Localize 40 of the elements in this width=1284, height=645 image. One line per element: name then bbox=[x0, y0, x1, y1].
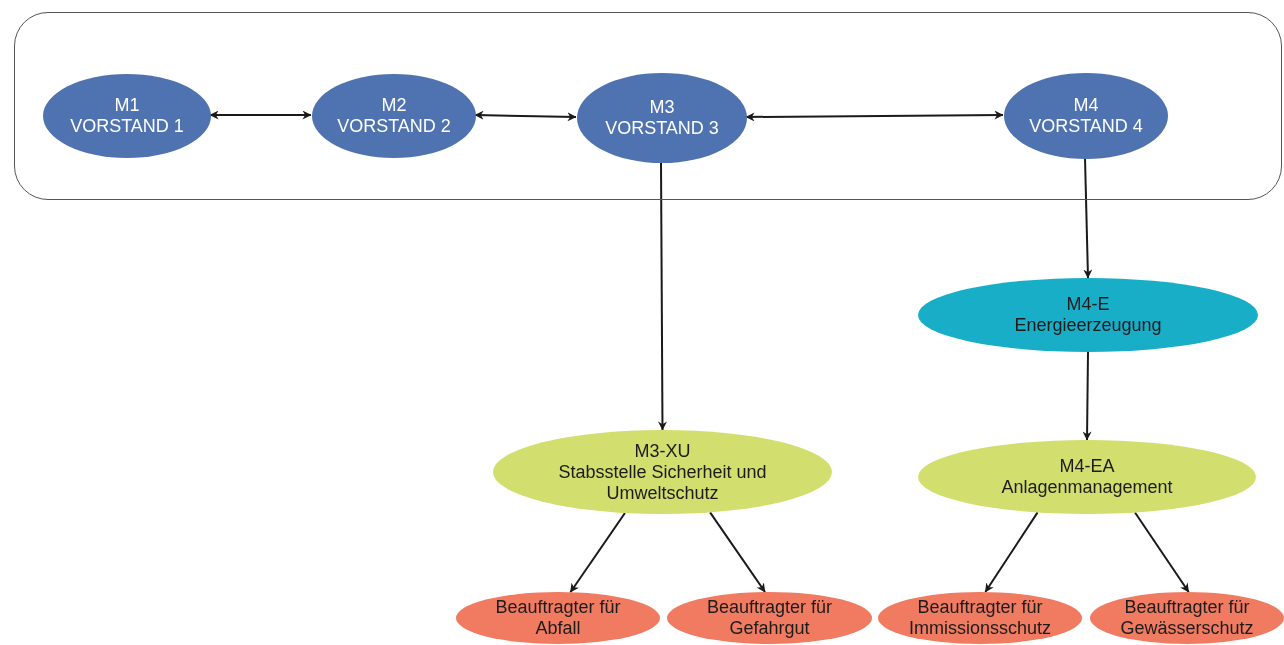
node-label: M3-XU bbox=[634, 440, 691, 462]
node-label: Beauftragter für Gefahrgut bbox=[705, 597, 834, 639]
ellipse-node bbox=[577, 73, 747, 163]
ellipse-node bbox=[456, 592, 660, 644]
node-label: VORSTAND 2 bbox=[337, 116, 451, 137]
arrow bbox=[209, 110, 312, 120]
node-label: Stabsstelle Sicherheit und Umweltschutz bbox=[557, 461, 768, 504]
node-label: M1 bbox=[114, 95, 140, 116]
ellipse-node bbox=[1090, 592, 1284, 644]
node-label: Beauftragter für Gewässerschutz bbox=[1119, 597, 1255, 639]
node-label: M3 bbox=[649, 97, 675, 118]
ellipse-node bbox=[1004, 73, 1168, 159]
node-label: M4-EA bbox=[1059, 456, 1115, 477]
ellipse-node bbox=[312, 74, 476, 158]
node-label: VORSTAND 1 bbox=[70, 116, 184, 137]
arrow bbox=[1082, 351, 1092, 441]
ellipse-node bbox=[43, 74, 211, 158]
node-label: Anlagenmanagement bbox=[1001, 477, 1173, 498]
ellipse-node bbox=[878, 592, 1082, 644]
node-label: M4-E bbox=[1066, 294, 1110, 315]
node-label: Beauftragter für Immissionsschutz bbox=[908, 597, 1052, 639]
arrow bbox=[745, 110, 1004, 122]
arrow bbox=[474, 110, 577, 122]
node-label: M2 bbox=[381, 95, 407, 116]
node-label: VORSTAND 4 bbox=[1029, 116, 1143, 137]
arrow bbox=[984, 511, 1039, 594]
ellipse-node bbox=[918, 440, 1256, 514]
arrow bbox=[569, 511, 626, 594]
node-label: Energieerzeugung bbox=[1014, 315, 1162, 336]
arrow bbox=[1134, 511, 1190, 593]
arrow bbox=[1083, 157, 1093, 279]
ellipse-node bbox=[918, 278, 1258, 352]
arrow bbox=[709, 511, 767, 593]
ellipse-node bbox=[667, 592, 872, 644]
group-frame bbox=[14, 12, 1282, 200]
node-label: M4 bbox=[1073, 95, 1099, 116]
ellipse-node bbox=[493, 430, 832, 514]
arrow bbox=[657, 161, 667, 431]
node-label: VORSTAND 3 bbox=[605, 118, 719, 139]
node-label: Beauftragter für Abfall bbox=[494, 597, 622, 639]
